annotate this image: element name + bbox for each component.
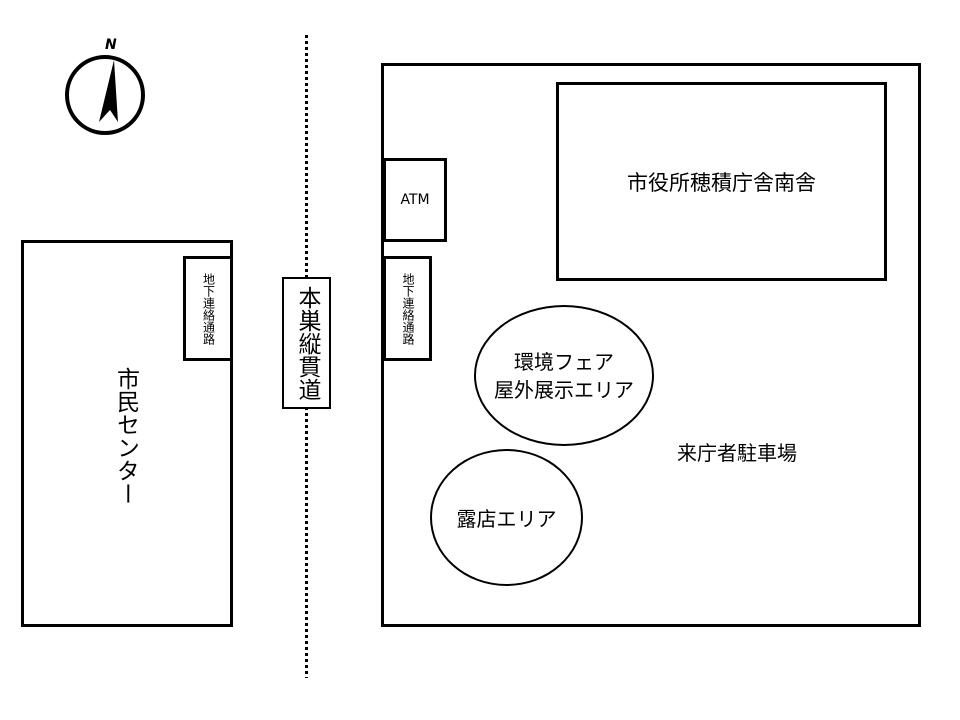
east-underground-passage: 地下連絡通路 (383, 256, 432, 361)
civic-center-underground-passage: 地下連絡通路 (183, 256, 233, 361)
area-label: 露店エリア (456, 507, 557, 531)
civic-center-label: 市民センター (107, 366, 143, 506)
compass: N (62, 38, 148, 138)
north-arrow-icon (65, 55, 145, 135)
stall-area: 露店エリア (430, 449, 583, 586)
passage-label: 地下連絡通路 (401, 272, 415, 345)
city-hall-south-building: 市役所穂積庁舎南舎 (556, 82, 887, 281)
city-hall-label: 市役所穂積庁舎南舎 (627, 170, 816, 195)
area-label-line1: 環境フェア (514, 349, 614, 374)
civic-center-name: 市民センター (112, 367, 139, 505)
parking-label: 来庁者駐車場 (677, 441, 797, 465)
atm-label: ATM (400, 192, 430, 208)
area-label-line2: 屋外展示エリア (494, 377, 634, 402)
environment-fair-area: 環境フェア 屋外展示エリア (474, 305, 654, 446)
road-name: 本巣縦貫道 (294, 285, 320, 401)
compass-north-label: N (105, 37, 117, 53)
atm-box: ATM (383, 158, 447, 242)
visitor-parking-label: 来庁者駐車場 (677, 440, 797, 466)
road-label: 本巣縦貫道 (282, 277, 331, 409)
passage-label: 地下連絡通路 (201, 272, 216, 345)
